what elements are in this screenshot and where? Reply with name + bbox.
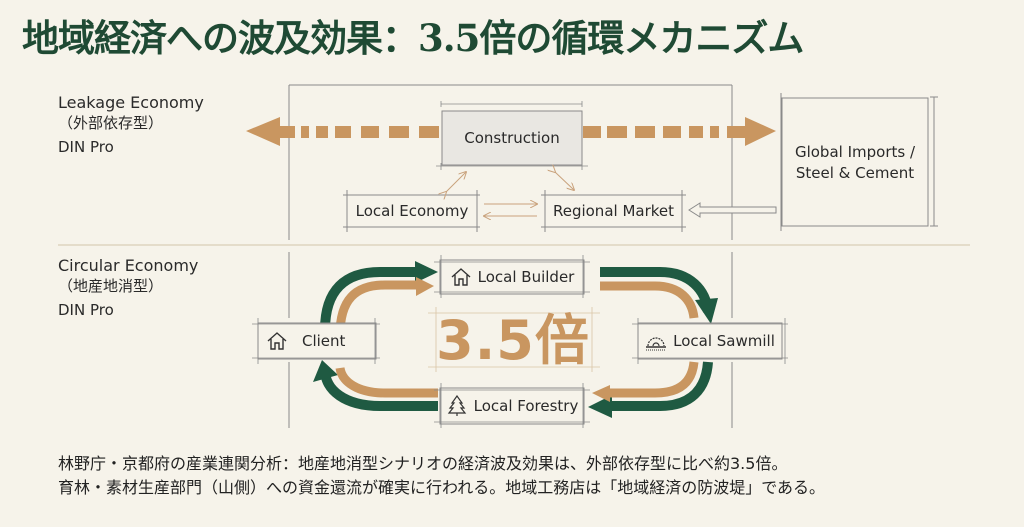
node-construction-label: Construction — [464, 129, 560, 147]
regional-market-box — [541, 190, 686, 232]
circular-section-label: Circular Economy （地産地消型） DIN Pro — [58, 255, 198, 321]
node-global-imports-line2: Steel & Cement — [795, 164, 915, 182]
import-arrow — [688, 202, 777, 218]
leakage-frame — [288, 84, 733, 240]
multiplier-value: 3.5倍 — [436, 309, 590, 372]
node-construction: Construction — [442, 111, 582, 165]
node-regional-market-label: Regional Market — [552, 202, 675, 220]
footer-line-2: 育林・素材生産部門（山側）への資金還流が確実に行われる。地域工務店は「地域経済の… — [58, 478, 826, 497]
leakage-font-note: DIN Pro — [58, 138, 114, 156]
leakage-arrow-left — [246, 117, 439, 146]
circular-title: Circular Economy — [58, 256, 199, 275]
node-local-economy: Local Economy — [347, 195, 477, 227]
leakage-title-jp: （外部依存型） — [58, 114, 164, 132]
page-title: 地域経済への波及効果：3.5倍の循環メカニズム — [22, 16, 804, 60]
node-regional-market: Regional Market — [545, 195, 682, 227]
global-imports-box — [780, 93, 938, 231]
footer-notes: 林野庁・京都府の産業連関分析：地産地消型シナリオの経済波及効果は、外部依存型に比… — [58, 452, 825, 500]
leakage-title: Leakage Economy — [58, 93, 204, 112]
leakage-arrow-right — [583, 117, 776, 146]
circular-title-jp: （地産地消型） — [58, 277, 164, 295]
node-local-sawmill: Local Sawmill — [638, 323, 782, 359]
circular-font-note: DIN Pro — [58, 301, 114, 319]
node-local-builder-label: Local Builder — [477, 268, 575, 286]
node-local-economy-label: Local Economy — [355, 202, 469, 220]
node-client-label: Client — [302, 332, 346, 350]
saw-blade-icon — [646, 337, 667, 351]
house-icon — [267, 332, 287, 350]
node-local-forestry: Local Forestry — [440, 388, 584, 424]
node-global-imports: Global Imports / Steel & Cement — [782, 140, 928, 186]
node-local-builder: Local Builder — [440, 260, 584, 294]
node-global-imports-line1: Global Imports / — [794, 143, 916, 161]
node-local-forestry-label: Local Forestry — [473, 397, 579, 415]
node-client: Client — [258, 323, 376, 359]
construction-box — [441, 110, 583, 166]
footer-line-1: 林野庁・京都府の産業連関分析：地産地消型シナリオの経済波及効果は、外部依存型に比… — [58, 454, 788, 473]
node-local-sawmill-label: Local Sawmill — [673, 332, 775, 350]
tree-icon — [447, 395, 466, 416]
leakage-section-label: Leakage Economy （外部依存型） DIN Pro — [58, 92, 204, 158]
house-icon — [451, 268, 471, 286]
